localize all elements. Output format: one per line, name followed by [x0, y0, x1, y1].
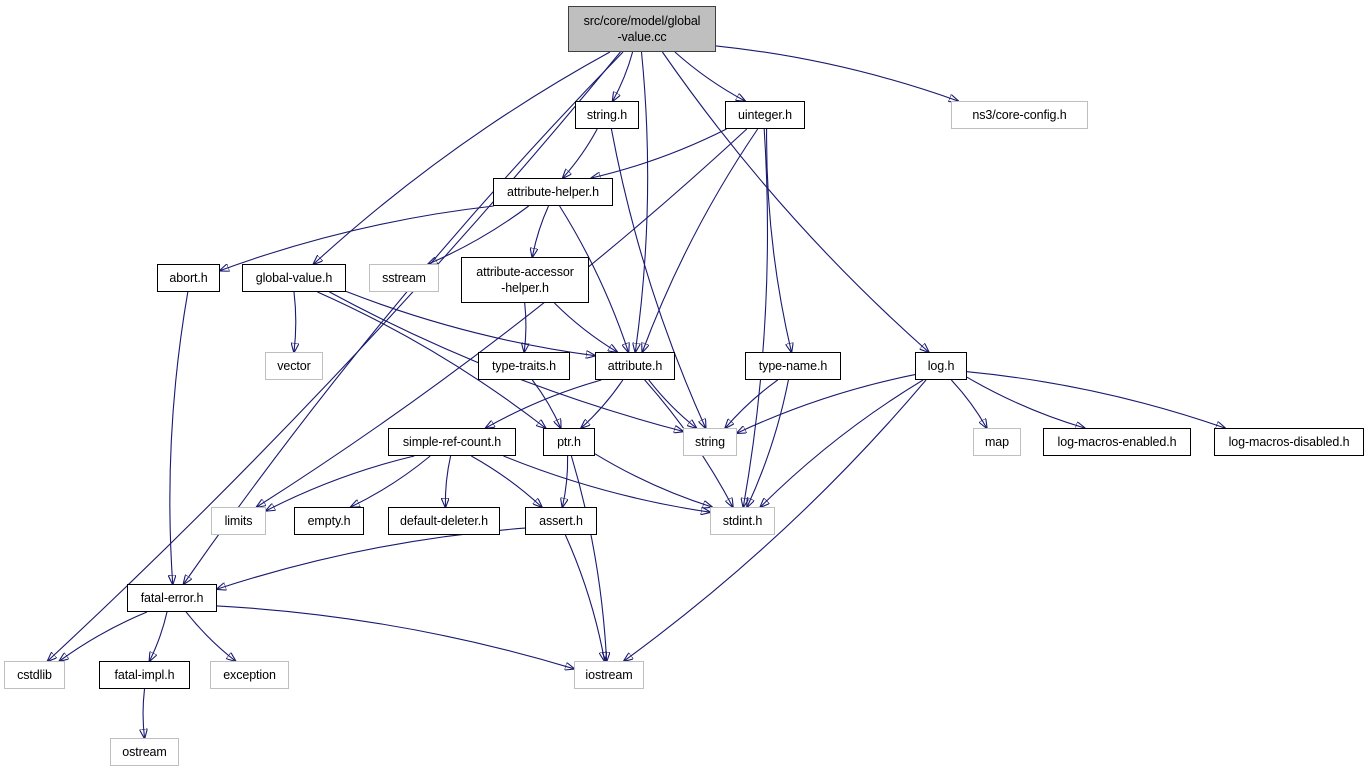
node-cstdlib[interactable]: cstdlib [4, 661, 65, 689]
node-iostream[interactable]: iostream [574, 661, 644, 689]
node-simple-ref-count-h[interactable]: simple-ref-count.h [388, 428, 516, 456]
edge-attribute-h-to-simple-ref-count-h [486, 379, 602, 428]
edge-log-h-to-string [737, 374, 916, 434]
edge-log-h-to-log-macros-disabled-h [966, 371, 1225, 428]
node-fatal-error-h[interactable]: fatal-error.h [127, 584, 217, 612]
node-ns3-core-config-h[interactable]: ns3/core-config.h [951, 101, 1088, 129]
node-string-h[interactable]: string.h [575, 101, 639, 129]
edge-uinteger-h-to-attribute-h [642, 128, 759, 352]
node-map[interactable]: map [973, 428, 1021, 456]
edge-log-h-to-log-macros-enabled-h [966, 376, 1085, 428]
node-log-macros-enabled-h[interactable]: log-macros-enabled.h [1043, 428, 1191, 456]
edge-simple-ref-count-h-to-assert-h [471, 455, 541, 507]
edge-log-h-to-stdint-h [760, 379, 924, 507]
edge-root-to-attribute-h [635, 51, 649, 352]
edge-attribute-accessor-helper-h-to-type-traits-h [524, 302, 526, 352]
edge-fatal-error-h-to-iostream [216, 605, 574, 669]
node-type-traits-h[interactable]: type-traits.h [478, 352, 570, 380]
edge-fatal-error-h-to-fatal-impl-h [150, 611, 168, 661]
edge-attribute-helper-h-to-attribute-h [559, 205, 629, 352]
edge-log-h-to-map [950, 379, 986, 428]
edge-global-value-h-to-ptr-h [317, 291, 546, 428]
edge-ptr-h-to-assert-h [562, 455, 567, 507]
node-type-name-h[interactable]: type-name.h [745, 352, 841, 380]
node-attribute-accessor-helper-h[interactable]: attribute-accessor -helper.h [461, 257, 589, 303]
edge-root-to-string-h [613, 51, 634, 101]
edge-fatal-impl-h-to-ostream [143, 688, 144, 738]
node-default-deleter-h[interactable]: default-deleter.h [388, 507, 500, 535]
edge-root-to-uinteger-h [674, 51, 745, 101]
edge-uinteger-h-to-type-name-h [766, 128, 792, 352]
edge-ptr-h-to-iostream [570, 455, 606, 661]
edge-attribute-helper-h-to-sstream [428, 205, 530, 264]
edge-type-name-h-to-stdint-h [747, 379, 789, 507]
edge-fatal-error-h-to-exception [185, 611, 235, 661]
node-attribute-helper-h[interactable]: attribute-helper.h [493, 178, 613, 206]
edge-root-to-global-value-h [314, 51, 611, 264]
edge-abort-h-to-fatal-error-h [170, 291, 189, 584]
edge-attribute-helper-h-to-abort-h [220, 205, 494, 271]
node-fatal-impl-h[interactable]: fatal-impl.h [99, 661, 190, 689]
edge-simple-ref-count-h-to-empty-h [351, 455, 431, 507]
node-ostream[interactable]: ostream [110, 738, 179, 766]
edge-root-to-cstdlib [48, 51, 621, 661]
edge-root-to-log-h [661, 51, 928, 352]
node-uinteger-h[interactable]: uinteger.h [725, 101, 805, 129]
node-log-h[interactable]: log.h [915, 352, 967, 380]
node-attribute-h[interactable]: attribute.h [595, 352, 675, 380]
node-limits[interactable]: limits [211, 507, 266, 535]
edge-simple-ref-count-h-to-default-deleter-h [445, 455, 452, 507]
edge-root-to-ns3-core-config-h [715, 45, 958, 101]
node-empty-h[interactable]: empty.h [294, 507, 364, 535]
node-string[interactable]: string [683, 428, 737, 456]
edge-simple-ref-count-h-to-limits [266, 455, 415, 511]
edge-attribute-h-to-ptr-h [581, 379, 624, 428]
node-assert-h[interactable]: assert.h [525, 507, 597, 535]
edge-string-h-to-string [610, 128, 705, 428]
edge-log-h-to-iostream [624, 379, 927, 661]
node-stdint-h[interactable]: stdint.h [710, 507, 775, 535]
edge-ptr-h-to-stdint-h [594, 453, 712, 507]
edge-type-name-h-to-string [725, 379, 779, 428]
node-exception[interactable]: exception [210, 661, 289, 689]
node-vector[interactable]: vector [265, 352, 323, 380]
node-abort-h[interactable]: abort.h [157, 264, 220, 292]
edge-uinteger-h-to-limits [257, 128, 748, 507]
edge-fatal-error-h-to-cstdlib [60, 611, 148, 661]
edge-uinteger-h-to-attribute-helper-h [592, 128, 727, 178]
edge-assert-h-to-fatal-error-h [217, 527, 526, 589]
node-global-value-h[interactable]: global-value.h [242, 264, 346, 292]
edge-attribute-helper-h-to-attribute-accessor-helper-h [532, 205, 550, 257]
node-sstream[interactable]: sstream [369, 264, 439, 292]
edge-simple-ref-count-h-to-stdint-h [503, 455, 711, 512]
node-log-macros-disabled-h[interactable]: log-macros-disabled.h [1214, 428, 1364, 456]
edge-root-to-fatal-error-h [184, 51, 624, 584]
node-ptr-h[interactable]: ptr.h [543, 428, 595, 456]
edge-attribute-h-to-string [648, 379, 696, 428]
edge-assert-h-to-iostream [564, 534, 604, 661]
node-root[interactable]: src/core/model/global -value.cc [568, 6, 716, 52]
edge-global-value-h-to-attribute-h [345, 290, 595, 355]
edge-attribute-accessor-helper-h-to-attribute-h [554, 302, 617, 352]
edge-string-h-to-attribute-helper-h [563, 128, 598, 178]
edge-global-value-h-to-vector [294, 291, 296, 352]
edge-type-traits-h-to-ptr-h [531, 379, 560, 428]
edge-uinteger-h-to-stdint-h [743, 128, 769, 507]
